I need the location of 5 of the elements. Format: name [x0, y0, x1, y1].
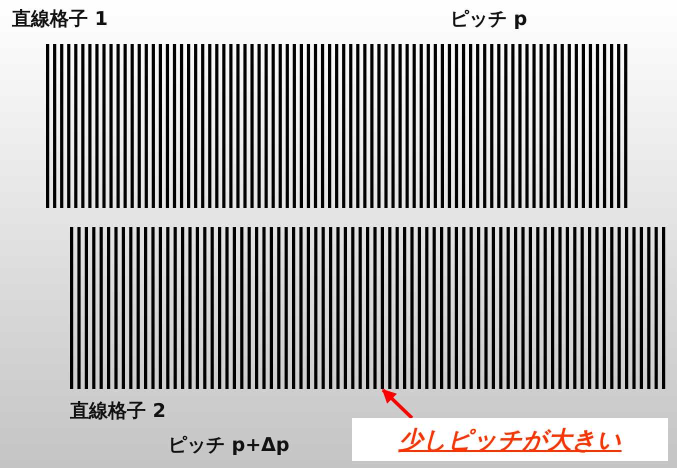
- grating-label: 直線格子 2: [70, 399, 166, 424]
- pitch-label: ピッチ p+Δp: [168, 433, 290, 458]
- grating-label: 直線格子 1: [12, 7, 108, 32]
- arrow: [382, 388, 414, 420]
- pitch-label: ピッチ p: [450, 7, 528, 32]
